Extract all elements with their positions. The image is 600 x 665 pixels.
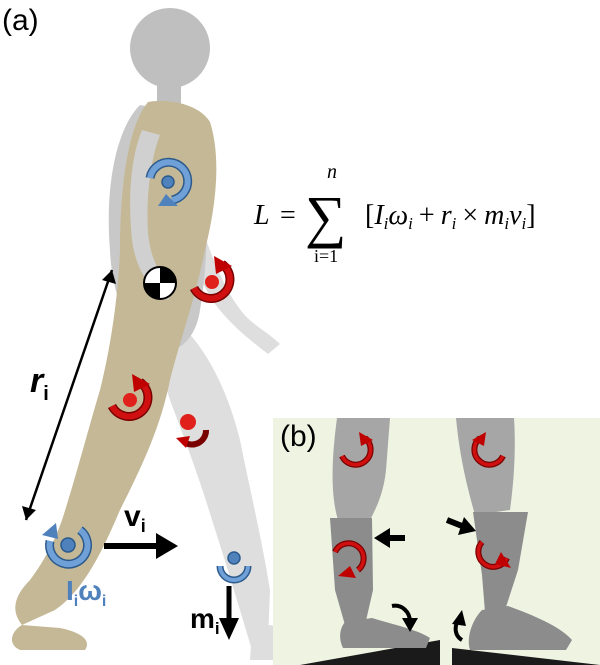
- equation-upper-limit: n: [327, 161, 337, 183]
- back-leg: [163, 320, 270, 650]
- head: [130, 8, 210, 88]
- right-ankle-torque-arrow: [452, 610, 466, 642]
- front-foot: [11, 625, 88, 650]
- tan-segment: [15, 100, 217, 625]
- right-thigh-rotation-icon: [471, 432, 506, 468]
- panel-b-label: (b): [280, 420, 317, 453]
- right-ground-wedge: [452, 648, 600, 665]
- right-shank-rotation-icon: [475, 540, 511, 570]
- angular-momentum-equation: L = ∑ n i=1 [Iiωi+ri×mivi]: [253, 161, 536, 266]
- equation-sum: ∑: [305, 184, 346, 249]
- left-foot: [340, 618, 430, 648]
- back-thigh-rotation-icon: [176, 414, 209, 448]
- velocity-arrow: [104, 533, 178, 559]
- mass-point-icon: [216, 551, 252, 584]
- center-of-mass-icon: [143, 266, 177, 300]
- equation-lhs: L: [253, 200, 270, 231]
- left-thigh: [332, 418, 390, 520]
- walking-figure: [11, 8, 318, 660]
- arm-rotation-icon: [189, 256, 235, 303]
- trunk-rotation-icon: [145, 157, 193, 206]
- left-thigh-rotation-icon: [339, 432, 374, 468]
- right-knee-force-arrow: [445, 517, 476, 535]
- angular-velocity-label: Iiωi: [66, 575, 106, 610]
- left-ankle-torque-arrow: [391, 603, 418, 632]
- thigh-rotation-icon: [107, 374, 153, 421]
- left-knee-force-arrow: [374, 528, 405, 548]
- panel-b: (b): [273, 418, 600, 665]
- equation-equals: =: [280, 200, 296, 231]
- left-shank-rotation-icon: [332, 540, 367, 578]
- equation-body: [Iiωi+ri×mivi]: [365, 200, 536, 233]
- front-arm: [130, 130, 175, 300]
- equation-lower-limit: i=1: [314, 246, 338, 266]
- position-label: ri: [30, 362, 49, 405]
- panel-a-label: (a): [2, 4, 39, 37]
- foot-rotation-icon: [42, 523, 93, 569]
- mass-label: mi: [190, 603, 220, 638]
- gravity-arrow: [219, 586, 239, 640]
- velocity-label: vi: [124, 500, 146, 536]
- position-vector-arrow: [22, 269, 116, 521]
- right-foot: [468, 606, 572, 650]
